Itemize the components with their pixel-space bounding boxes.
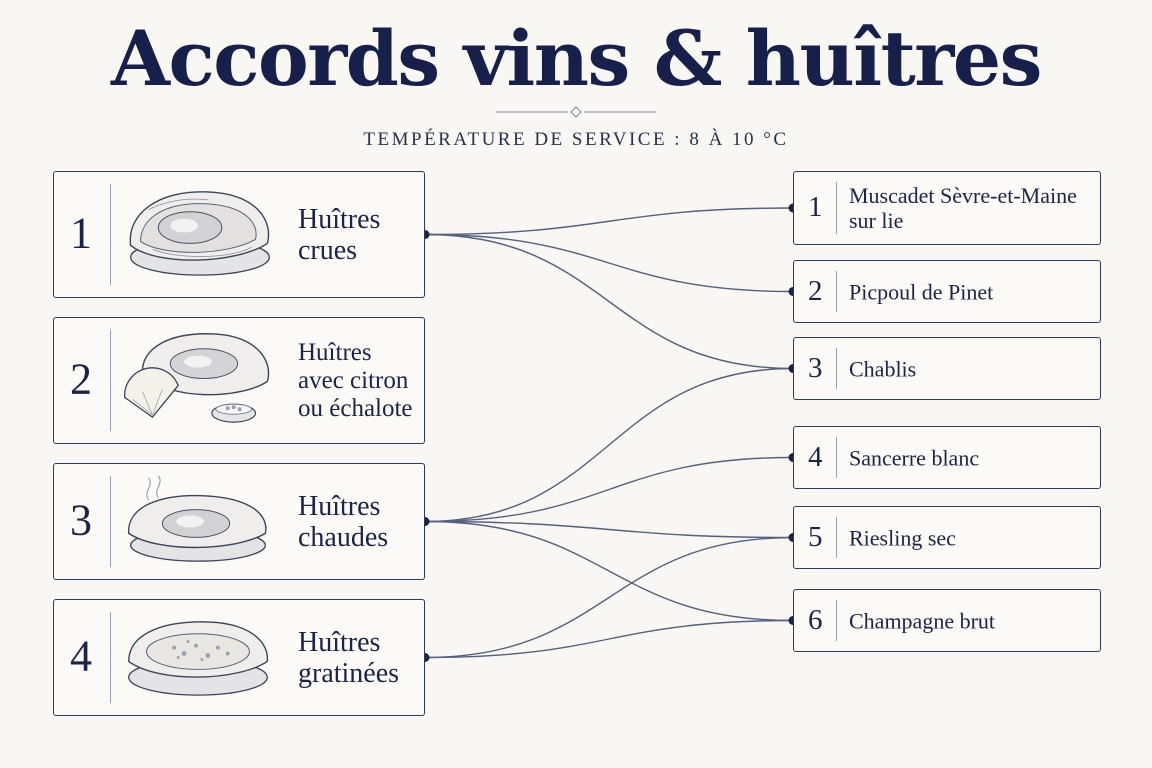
pairing-line-dish-1-wine-1 xyxy=(424,207,794,236)
page-title: Accords vins & huîtres xyxy=(111,14,1042,103)
wine-number: 2 xyxy=(808,274,823,307)
wine-card-2: 2 Picpoul de Pinet xyxy=(793,260,1101,323)
oyster-lemon-shallot-icon xyxy=(124,333,270,423)
dish-number: 2 xyxy=(70,353,92,403)
card-divider xyxy=(836,182,837,234)
dish-number: 1 xyxy=(70,207,92,257)
raw-oyster-icon xyxy=(129,191,270,276)
wine-label: Chablis xyxy=(849,356,917,381)
wine-card-6: 6 Champagne brut xyxy=(793,589,1101,652)
dish-card-1: 1 Huîtres crues xyxy=(53,171,425,298)
dish-label: Huîtres chaudes xyxy=(298,490,389,553)
pairing-line-dish-4-wine-5 xyxy=(424,536,794,659)
pairing-line-dish-3-wine-3 xyxy=(424,367,794,523)
pairing-line-dish-3-wine-6 xyxy=(424,520,794,622)
dish-label: Huîtres avec citron ou échalote xyxy=(298,338,413,422)
dish-number: 4 xyxy=(70,630,92,680)
card-divider xyxy=(836,348,837,389)
dish-card-4: 4 Huîtres gratinées xyxy=(53,599,425,716)
wine-number: 4 xyxy=(808,440,823,473)
wine-card-3: 3 Chablis xyxy=(793,337,1101,400)
pairing-line-dish-1-wine-2 xyxy=(424,233,794,293)
dish-number: 3 xyxy=(70,494,92,544)
card-divider xyxy=(836,517,837,558)
pairing-line-dish-4-wine-6 xyxy=(424,619,794,659)
pairing-line-dish-3-wine-4 xyxy=(424,456,794,523)
card-divider xyxy=(110,184,111,285)
card-divider xyxy=(110,476,111,567)
dish-card-3: 3 Huîtres chaudes xyxy=(53,463,425,580)
wine-number: 5 xyxy=(808,520,823,553)
wine-card-5: 5 Riesling sec xyxy=(793,506,1101,569)
card-divider xyxy=(836,600,837,641)
steaming-oyster-icon xyxy=(128,475,267,562)
wine-number: 6 xyxy=(808,603,823,636)
subtitle: TEMPÉRATURE DE SERVICE : 8 À 10 °C xyxy=(363,129,789,150)
card-divider xyxy=(836,437,837,478)
wine-label: Champagne brut xyxy=(849,608,996,633)
dish-label: Huîtres gratinées xyxy=(298,626,400,689)
card-divider xyxy=(836,271,837,312)
card-divider xyxy=(110,330,111,431)
gratin-oyster-icon xyxy=(128,621,268,696)
wine-number: 3 xyxy=(808,351,823,384)
wine-card-1: 1 Muscadet Sèvre-et-Maine sur lie xyxy=(793,171,1101,245)
wine-label: Picpoul de Pinet xyxy=(849,279,994,304)
wine-label: Muscadet Sèvre-et-Maine sur lie xyxy=(849,183,1077,233)
wine-label: Sancerre blanc xyxy=(849,445,980,470)
title-divider xyxy=(496,106,656,118)
card-divider xyxy=(110,612,111,703)
wine-card-4: 4 Sancerre blanc xyxy=(793,426,1101,489)
dish-card-2: 2 Huîtres avec citron ou échalote xyxy=(53,317,425,444)
dish-label: Huîtres crues xyxy=(298,203,381,266)
wine-number: 1 xyxy=(808,190,823,223)
wine-label: Riesling sec xyxy=(849,525,956,550)
pairing-line-dish-3-wine-5 xyxy=(424,520,794,539)
pairing-line-dish-1-wine-3 xyxy=(424,233,794,370)
